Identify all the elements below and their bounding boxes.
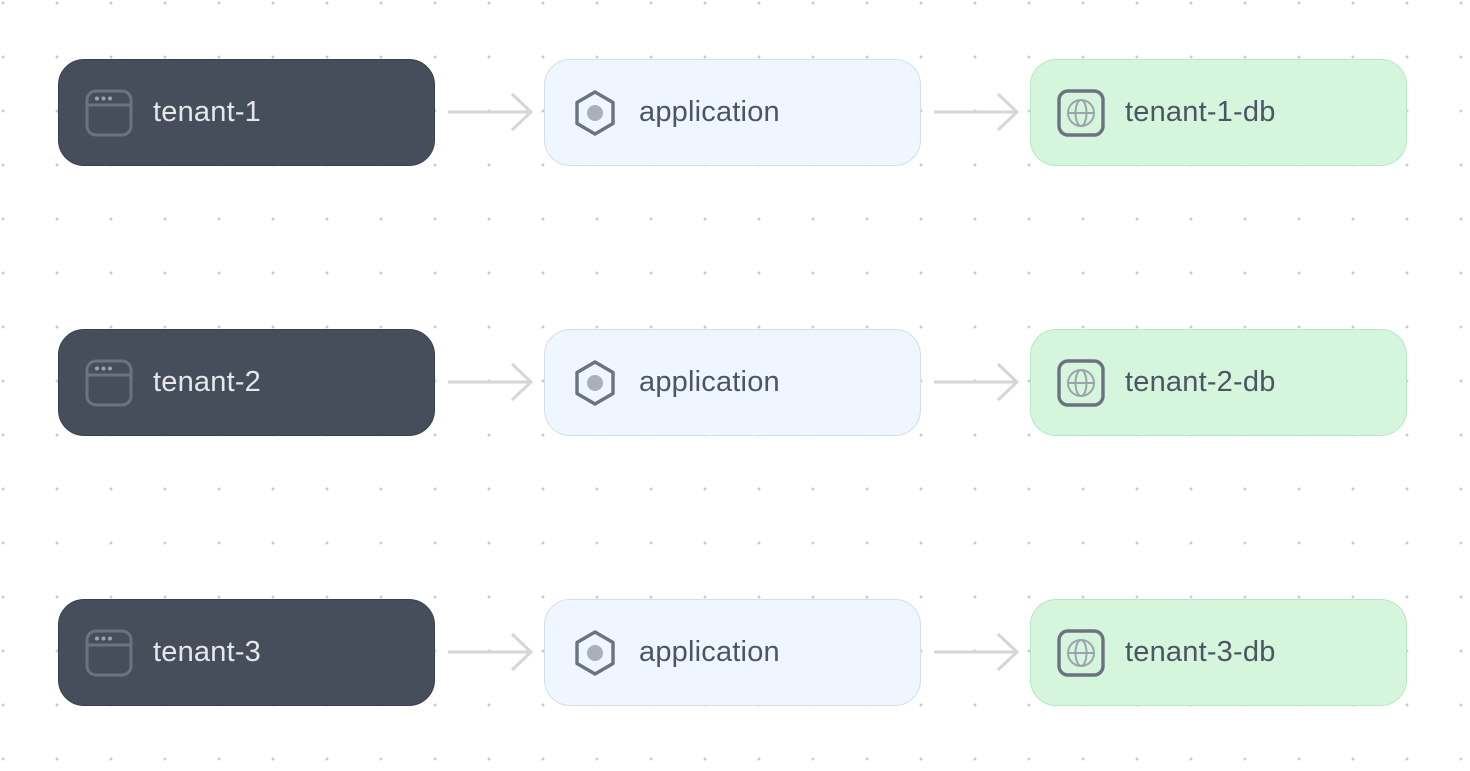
edge-arrow [448,92,534,132]
hexagon-service-icon [570,88,620,138]
diagram-row-2: tenant-2 application [0,329,1470,436]
database-node[interactable]: tenant-3-db [1030,599,1407,706]
application-node[interactable]: application [544,59,921,166]
browser-window-icon [84,628,134,678]
edge-arrow [934,362,1020,402]
diagram-row-3: tenant-3 application [0,599,1470,706]
edge-arrow [934,632,1020,672]
globe-icon [1056,88,1106,138]
application-label: application [639,636,780,668]
diagram-row-1: tenant-1 application [0,59,1470,166]
database-node[interactable]: tenant-2-db [1030,329,1407,436]
database-label: tenant-3-db [1125,636,1276,668]
edge-arrow [448,632,534,672]
tenant-node[interactable]: tenant-2 [58,329,435,436]
tenant-label: tenant-3 [153,636,262,668]
edge-arrow [448,362,534,402]
globe-icon [1056,358,1106,408]
tenant-label: tenant-2 [153,366,262,398]
application-label: application [639,96,780,128]
application-label: application [639,366,780,398]
browser-window-icon [84,358,134,408]
application-node[interactable]: application [544,329,921,436]
tenant-label: tenant-1 [153,96,262,128]
hexagon-service-icon [570,358,620,408]
edge-arrow [934,92,1020,132]
database-label: tenant-2-db [1125,366,1276,398]
database-label: tenant-1-db [1125,96,1276,128]
tenant-node[interactable]: tenant-3 [58,599,435,706]
tenant-node[interactable]: tenant-1 [58,59,435,166]
application-node[interactable]: application [544,599,921,706]
database-node[interactable]: tenant-1-db [1030,59,1407,166]
hexagon-service-icon [570,628,620,678]
browser-window-icon [84,88,134,138]
globe-icon [1056,628,1106,678]
